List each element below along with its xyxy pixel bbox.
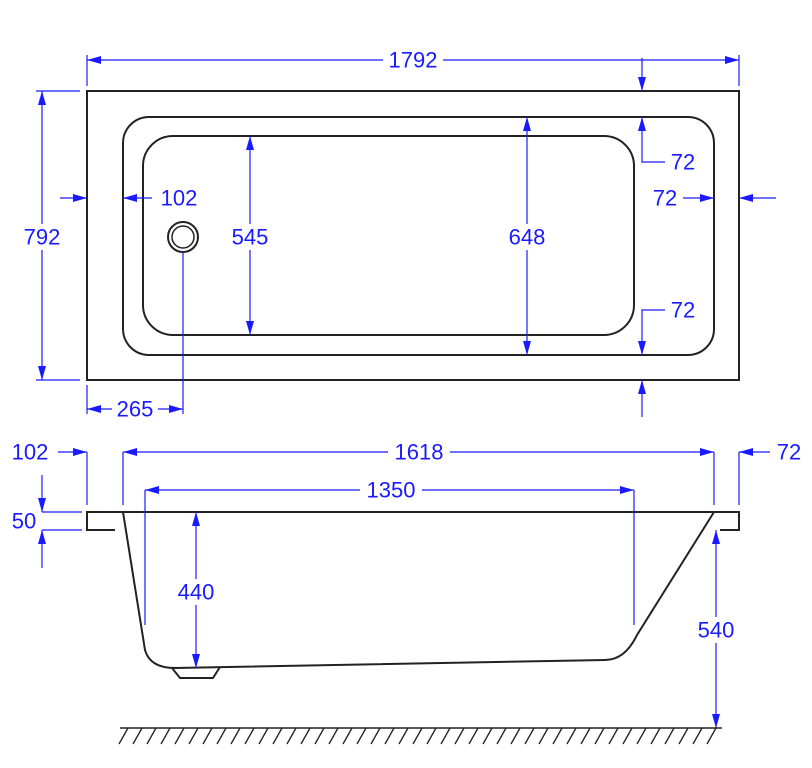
label-rim-top: 72 [671, 150, 695, 175]
label-overall-length: 1792 [389, 48, 438, 73]
tub-foot [171, 666, 221, 679]
dim-rim-left: 102 [60, 186, 204, 211]
hatch-mark [454, 727, 465, 745]
label-depth: 440 [178, 580, 215, 605]
hatch-mark [174, 727, 185, 745]
label-rim-right: 72 [653, 186, 677, 211]
dim-top-length: 1618 [122, 439, 715, 505]
hatch-mark [384, 727, 395, 745]
dim-rim-thickness: 50 [12, 475, 82, 568]
dim-height: 540 [692, 530, 740, 728]
label-drain-offset: 265 [117, 397, 154, 422]
hatch-mark [594, 727, 605, 745]
hatch-mark [524, 727, 535, 745]
hatch-mark [118, 727, 129, 745]
hatch-mark [398, 727, 409, 745]
hatch-mark [160, 727, 171, 745]
hatch-mark [496, 727, 507, 745]
hatch-mark [608, 727, 619, 745]
hatch-mark [678, 727, 689, 745]
hatch-mark [342, 727, 353, 745]
basin [142, 135, 635, 336]
dim-inner-width: 648 [503, 117, 551, 355]
label-height: 540 [698, 618, 735, 643]
hatch-mark [440, 727, 451, 745]
hatch-mark [664, 727, 675, 745]
dim-drain-offset: 265 [86, 252, 184, 422]
dim-overall-length: 1792 [86, 47, 740, 86]
hatch-mark [244, 727, 255, 745]
floor-hatch [118, 727, 722, 745]
dim-depth: 440 [172, 512, 220, 668]
hatch-mark [146, 727, 157, 745]
dim-rim-bottom: 72 [638, 298, 695, 417]
label-rim-thickness: 50 [12, 509, 36, 534]
side-view: 102 1618 72 1350 5 [12, 439, 801, 745]
dim-side-rim-left: 102 [12, 440, 88, 505]
dim-overall-width: 792 [18, 90, 80, 381]
hatch-mark [566, 727, 577, 745]
hatch-mark [538, 727, 549, 745]
hatch-mark [300, 727, 311, 745]
hatch-mark [216, 727, 227, 745]
label-bottom-length: 1350 [367, 478, 416, 503]
top-view: 1792 792 102 545 648 [18, 47, 776, 422]
hatch-mark [636, 727, 647, 745]
hatch-mark [622, 727, 633, 745]
hatch-mark [552, 727, 563, 745]
label-rim-bottom: 72 [671, 298, 695, 323]
label-overall-width: 792 [24, 225, 61, 250]
hatch-mark [426, 727, 437, 745]
outer-rim [86, 90, 740, 381]
hatch-mark [510, 727, 521, 745]
hatch-mark [272, 727, 283, 745]
label-inner-width: 648 [509, 225, 546, 250]
hatch-mark [706, 727, 717, 745]
hatch-mark [580, 727, 591, 745]
hatch-mark [356, 727, 367, 745]
hatch-mark [286, 727, 297, 745]
hatch-mark [258, 727, 269, 745]
dim-side-rim-right: 72 [738, 440, 801, 505]
hatch-mark [650, 727, 661, 745]
dim-rim-top: 72 [638, 58, 695, 175]
hatch-mark [482, 727, 493, 745]
hatch-mark [188, 727, 199, 745]
rim-profile [86, 511, 740, 531]
label-basin-width: 545 [232, 225, 269, 250]
hatch-mark [230, 727, 241, 745]
hatch-mark [328, 727, 339, 745]
hatch-mark [202, 727, 213, 745]
hatch-mark [412, 727, 423, 745]
label-rim-left: 102 [161, 186, 198, 211]
dim-bottom-length: 1350 [144, 477, 635, 625]
hatch-mark [314, 727, 325, 745]
hatch-mark [370, 727, 381, 745]
label-side-rim-left: 102 [12, 440, 49, 465]
label-top-length: 1618 [395, 440, 444, 465]
hatch-mark [468, 727, 479, 745]
inner-rim [122, 116, 715, 356]
dim-rim-right: 72 [653, 186, 776, 211]
hatch-mark [132, 727, 143, 745]
hatch-mark [692, 727, 703, 745]
dim-basin-width: 545 [226, 136, 274, 335]
tub-body [122, 511, 715, 670]
label-side-rim-right: 72 [777, 440, 801, 465]
